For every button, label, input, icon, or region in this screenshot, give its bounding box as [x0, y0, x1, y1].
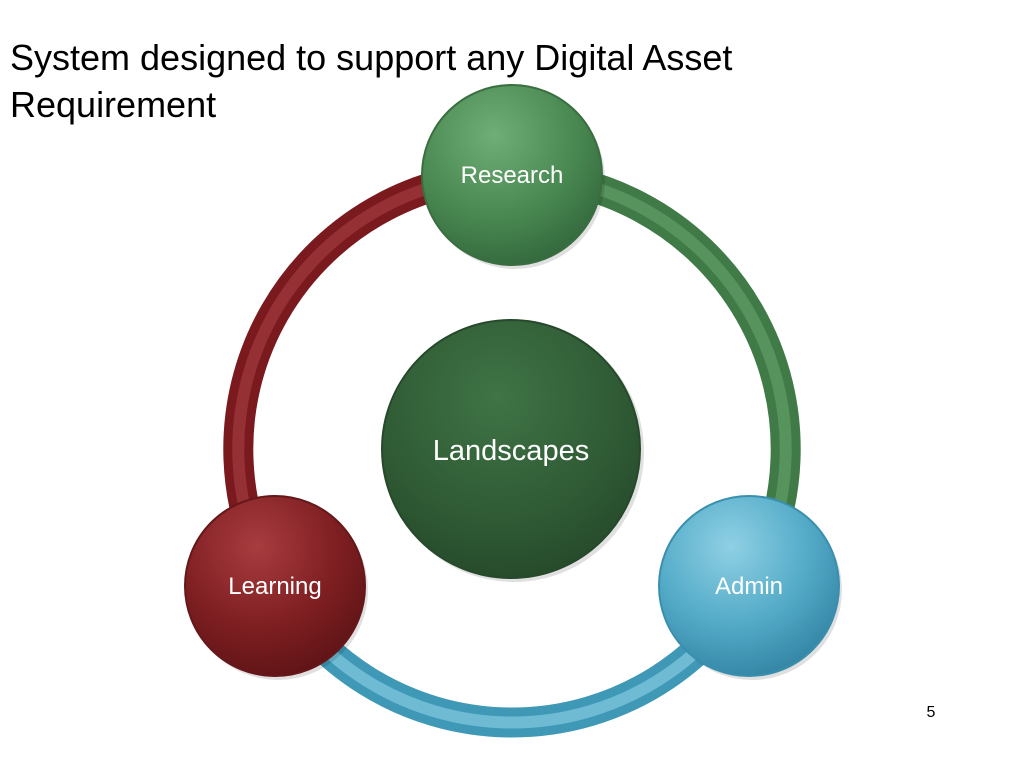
node-admin-label: Admin	[715, 573, 783, 600]
node-learning-label: Learning	[228, 573, 321, 600]
node-admin: Admin	[658, 495, 842, 680]
center-node-circle	[381, 319, 641, 579]
node-research-circle	[421, 84, 603, 266]
node-research-label: Research	[461, 162, 564, 189]
node-learning: Learning	[184, 495, 368, 680]
node-learning-circle	[184, 495, 366, 677]
slide-title-line-2: Requirement	[10, 84, 217, 125]
slide-title-line-1: System designed to support any Digital A…	[10, 37, 733, 78]
page-number: 5	[926, 704, 936, 721]
center-node: Landscapes	[381, 319, 644, 582]
slide-title: System designed to support any Digital A…	[10, 34, 850, 128]
center-node-label: Landscapes	[433, 435, 589, 467]
node-admin-circle	[658, 495, 840, 677]
node-research: Research	[421, 84, 605, 269]
